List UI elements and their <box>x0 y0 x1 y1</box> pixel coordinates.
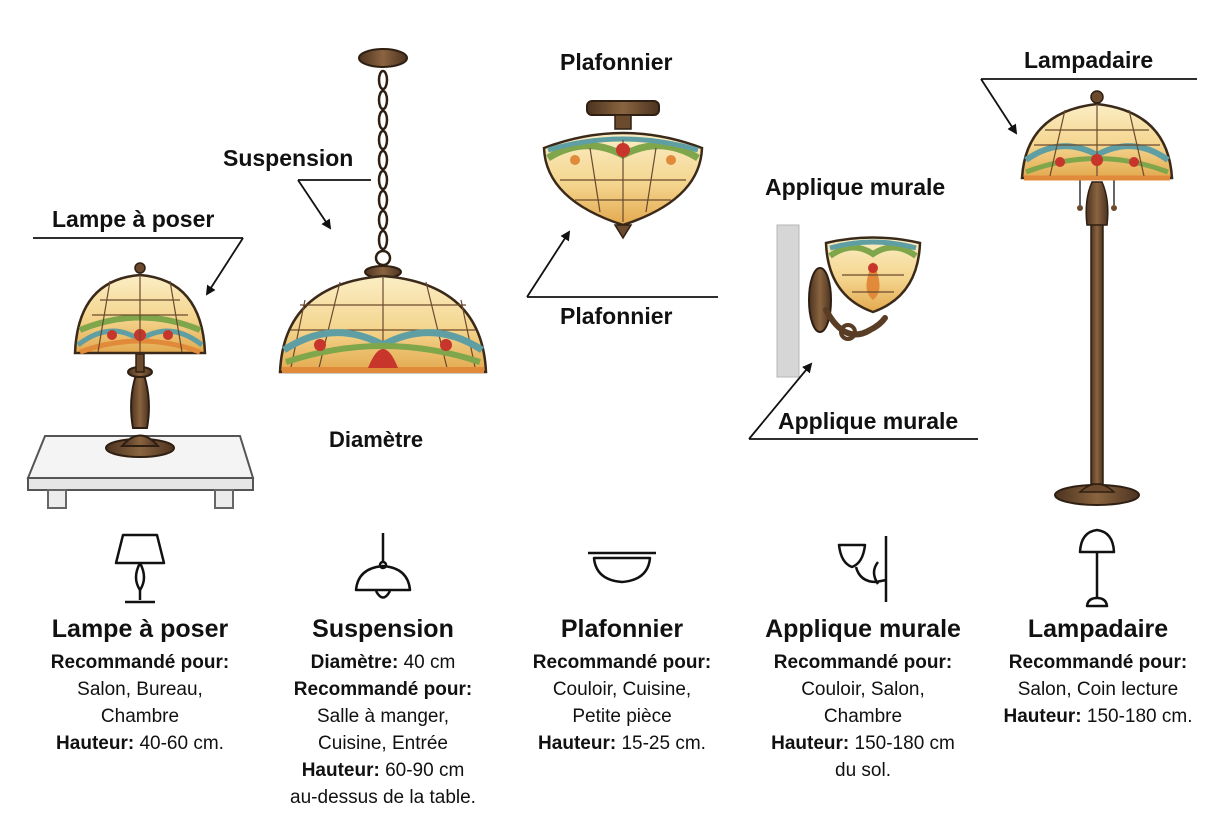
recommended-value: Salon, Coin lecture <box>1017 679 1179 700</box>
recommended-value: Cuisine, Entrée <box>318 733 448 754</box>
height-label: Hauteur: <box>1003 706 1082 727</box>
recommended-label: Recommandé pour: <box>773 652 953 673</box>
recommended-label: Recommandé pour: <box>532 652 712 673</box>
height-value: 150-180 cm <box>854 733 955 754</box>
recommended-value: Couloir, Salon, <box>801 679 925 700</box>
info-floor-lamp: Lampadaire Recommandé pour: Salon, Coin … <box>978 612 1218 730</box>
height-label: Hauteur: <box>56 733 135 754</box>
recommended-label: Recommandé pour: <box>293 679 473 700</box>
info-table-lamp: Lampe à poser Recommandé pour: Salon, Bu… <box>20 612 260 757</box>
recommended-label: Recommandé pour: <box>50 652 230 673</box>
floor-lamp-illustration <box>1020 90 1174 506</box>
info-title: Lampe à poser <box>51 615 229 643</box>
ceiling-light-illustration <box>542 100 704 240</box>
info-title: Plafonnier <box>560 615 684 643</box>
callout-ceiling-light-bottom: Plafonnier <box>560 303 673 329</box>
recommended-value: Salon, Bureau, <box>77 679 203 700</box>
info-title: Applique murale <box>765 615 961 643</box>
table-lamp-illustration <box>26 262 255 509</box>
callout-wall-sconce-top: Applique murale <box>765 174 946 200</box>
height-label: Hauteur: <box>771 733 850 754</box>
info-title: Lampadaire <box>1027 615 1169 643</box>
callout-ceiling-light-top: Plafonnier <box>560 49 673 75</box>
recommended-value: Petite pièce <box>572 706 672 727</box>
info-ceiling-light: Plafonnier Recommandé pour: Couloir, Cui… <box>502 612 742 757</box>
callout-wall-sconce-bottom: Applique murale <box>778 408 959 434</box>
floor-lamp-icon <box>1078 528 1116 608</box>
recommended-label: Recommandé pour: <box>1008 652 1188 673</box>
info-wall-sconce: Applique murale Recommandé pour: Couloir… <box>743 612 983 784</box>
diameter-label: Diamètre: <box>310 652 399 673</box>
recommended-value: Chambre <box>100 706 180 727</box>
callout-lines <box>33 78 1197 440</box>
pendant-lamp-icon <box>354 533 412 599</box>
recommended-value: Salle à manger, <box>316 706 450 727</box>
pendant-illustration <box>278 48 488 374</box>
height-value: du sol. <box>835 760 891 781</box>
height-value: 40-60 cm. <box>139 733 224 754</box>
callout-pendant: Suspension <box>223 145 354 171</box>
height-label: Hauteur: <box>301 760 380 781</box>
callout-pendant-diameter: Diamètre <box>329 427 424 452</box>
height-value: 15-25 cm. <box>621 733 706 754</box>
height-value: 60-90 cm <box>385 760 465 781</box>
height-label: Hauteur: <box>538 733 617 754</box>
diameter-value: 40 cm <box>403 652 456 673</box>
wall-sconce-illustration <box>776 224 922 378</box>
recommended-value: Chambre <box>823 706 903 727</box>
table-lamp-icon <box>114 533 166 604</box>
callout-floor-lamp: Lampadaire <box>1024 47 1154 73</box>
height-value: 150-180 cm. <box>1086 706 1193 727</box>
info-title: Suspension <box>312 615 454 643</box>
wall-sconce-icon <box>837 536 888 602</box>
ceiling-light-icon <box>588 551 656 584</box>
recommended-value: Couloir, Cuisine, <box>552 679 692 700</box>
info-pendant: Suspension Diamètre: 40 cm Recommandé po… <box>263 612 503 811</box>
height-value: au-dessus de la table. <box>290 787 476 808</box>
callout-table-lamp: Lampe à poser <box>52 206 215 232</box>
